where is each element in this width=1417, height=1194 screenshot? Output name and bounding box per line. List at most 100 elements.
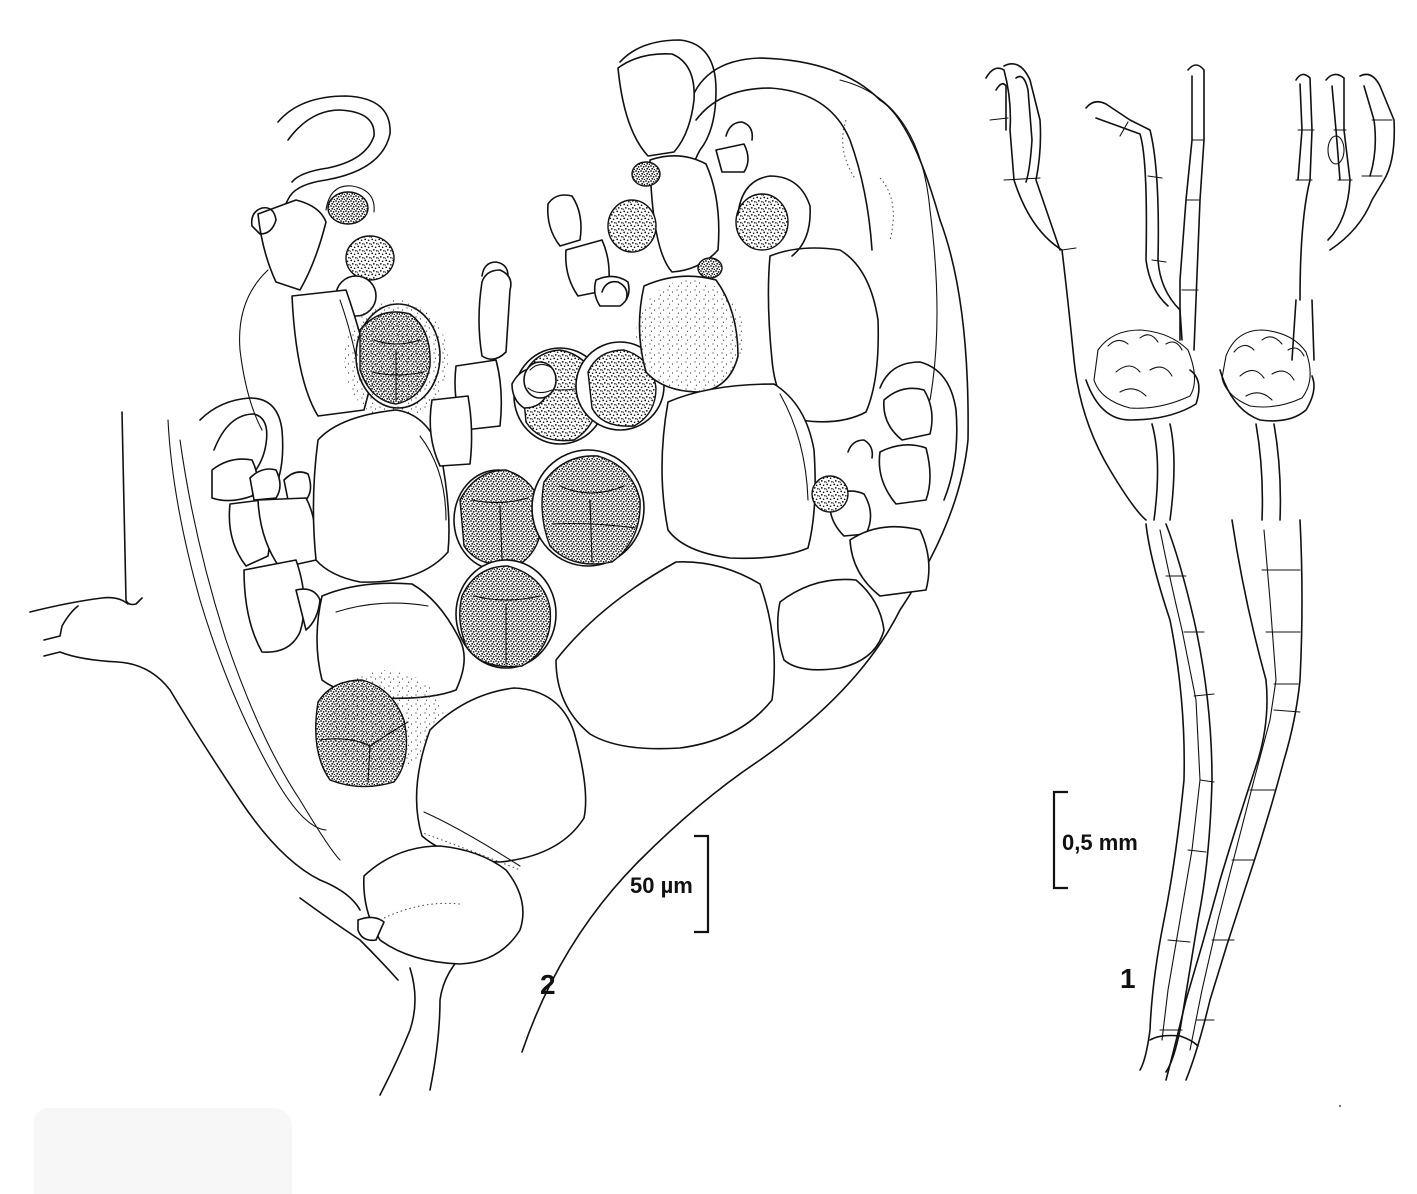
plant-left-main-b bbox=[1179, 75, 1193, 341]
plant-right-branch-b bbox=[1325, 73, 1351, 241]
cell-lower-center-dotted bbox=[423, 811, 521, 867]
tetrasporangium-center-5 bbox=[575, 341, 665, 431]
cell-left-small-3 bbox=[283, 471, 312, 501]
spore-ring-upper-middle bbox=[601, 280, 628, 301]
scale-label-panel-2: 50 µm bbox=[630, 873, 693, 898]
plant-left-branch-b bbox=[1085, 100, 1183, 341]
cell-center-small-1 bbox=[478, 269, 512, 360]
cell-right-mid bbox=[661, 383, 816, 560]
plant-left-stem-outer-l bbox=[1139, 523, 1186, 1071]
cell-large-left-upper-line bbox=[419, 435, 447, 521]
spore-cell-upper-left bbox=[327, 191, 369, 225]
cell-left-lower bbox=[243, 559, 305, 653]
plant-left-branch-b-inner bbox=[1095, 117, 1169, 307]
spore-cell-upper-center bbox=[607, 199, 657, 253]
plant-right-branch-c-inner bbox=[1363, 85, 1377, 177]
ring-cap-top-right bbox=[725, 121, 754, 141]
left-side-branch-inner bbox=[213, 413, 268, 487]
axis-branch-left bbox=[29, 596, 129, 613]
plant-right-main-a bbox=[1291, 299, 1315, 361]
dotted-line-right-upper bbox=[842, 119, 894, 241]
left-sheath-wall bbox=[239, 269, 269, 431]
plant-right-small-bud bbox=[1327, 135, 1345, 165]
left-gelatinous-line bbox=[167, 419, 341, 861]
cell-top-center-2 bbox=[649, 155, 720, 273]
tetrasporangium-center-1 bbox=[453, 469, 543, 571]
plant-left-branch-a2 bbox=[1003, 63, 1061, 251]
hood-far-right bbox=[879, 361, 958, 501]
axis-stub-left bbox=[43, 605, 361, 911]
panel-label-1: 1 bbox=[1120, 963, 1136, 994]
spore-small-top-center bbox=[631, 161, 661, 187]
paper-smudge bbox=[34, 1108, 292, 1194]
tetrasporangium-center-2 bbox=[531, 449, 645, 567]
plant-right-stem-seg bbox=[1195, 569, 1301, 1021]
scale-label-panel-1: 0,5 mm bbox=[1062, 830, 1138, 855]
hood-upper-left-inner bbox=[287, 109, 375, 183]
cell-far-right-2 bbox=[883, 387, 933, 441]
plant-left-seg-2 bbox=[1119, 121, 1167, 263]
cell-far-right-4 bbox=[849, 525, 930, 597]
hood-right-upper bbox=[737, 175, 811, 257]
cell-large-left-lower bbox=[316, 582, 465, 700]
plant-left-main-a bbox=[1187, 64, 1205, 351]
plant-right-stem-inner bbox=[1189, 529, 1277, 1051]
plant-right-stem-outer-l bbox=[1165, 519, 1268, 1081]
plant-right-branch-a-inner bbox=[1297, 83, 1303, 181]
scale-bar-panel-2 bbox=[694, 834, 710, 934]
cell-far-right-3 bbox=[878, 444, 931, 505]
plant-right-cystocarp bbox=[1219, 329, 1315, 422]
plant-base-join bbox=[1149, 1034, 1199, 1047]
plant-right-branch-a bbox=[1295, 73, 1313, 301]
panel-1-drawing bbox=[985, 63, 1396, 1081]
ring-far-right bbox=[847, 439, 874, 459]
plant-right-stem-outer-r bbox=[1185, 519, 1303, 1081]
plant-right-branch-c bbox=[1329, 73, 1396, 251]
inner-sheath-right bbox=[839, 79, 938, 401]
plant-right-seg-top bbox=[1295, 119, 1393, 181]
scale-bar-panel-1 bbox=[1052, 790, 1068, 890]
spore-cell-right-upper bbox=[735, 193, 789, 251]
cell-top-center-1 bbox=[617, 52, 695, 157]
cell-right-lower bbox=[555, 561, 776, 750]
cell-lower-center bbox=[415, 687, 587, 863]
cell-center-small-3 bbox=[429, 395, 473, 467]
cell-center-cap bbox=[481, 261, 509, 277]
panel-label-2: 2 bbox=[540, 969, 556, 1000]
spore-small-center bbox=[697, 257, 723, 279]
plant-right-branch-b-inner bbox=[1331, 85, 1341, 181]
plant-left-stem-seg bbox=[1159, 575, 1215, 1031]
plant-left-main-seg bbox=[1181, 139, 1205, 291]
axis-trunk-right bbox=[429, 947, 471, 1091]
cell-large-left-lower-line bbox=[335, 602, 429, 613]
axis-trunk-left bbox=[379, 967, 416, 1096]
cell-right-mid-inner bbox=[779, 393, 809, 501]
paper-speck bbox=[1338, 1104, 1342, 1108]
plant-right-stalk bbox=[1255, 423, 1282, 521]
plant-left-stalk-head bbox=[1151, 423, 1175, 521]
axis-lower-curve bbox=[299, 897, 399, 981]
cell-left-small-2 bbox=[249, 468, 281, 501]
cell-right-lower-side bbox=[776, 578, 885, 671]
hood-right-large bbox=[695, 87, 873, 251]
cell-small-ring bbox=[250, 206, 277, 235]
stipple-halo-left bbox=[344, 300, 448, 420]
outer-sheath-right bbox=[521, 219, 969, 1053]
spore-ring-upper-left bbox=[325, 185, 375, 213]
plant-left-branch-a3 bbox=[1015, 75, 1033, 183]
cell-upper-middle-1 bbox=[546, 194, 582, 247]
plant-left-seg-1 bbox=[989, 117, 1077, 251]
cell-left-mid-2 bbox=[257, 497, 318, 569]
outer-sheath-top bbox=[687, 57, 941, 221]
panel-2-drawing bbox=[29, 39, 969, 1096]
cell-bottom-1 bbox=[363, 845, 524, 965]
spore-pair-center-left bbox=[523, 361, 557, 399]
cell-top-right-small bbox=[715, 143, 749, 173]
plant-left-branch-a-outer bbox=[985, 67, 1147, 521]
plant-left-stem-inner bbox=[1159, 529, 1201, 1041]
cell-upper-left-a bbox=[257, 199, 327, 291]
stipple-halo-lower-left bbox=[328, 670, 444, 770]
hood-upper-center bbox=[619, 39, 717, 187]
cell-right-upper bbox=[767, 247, 880, 423]
